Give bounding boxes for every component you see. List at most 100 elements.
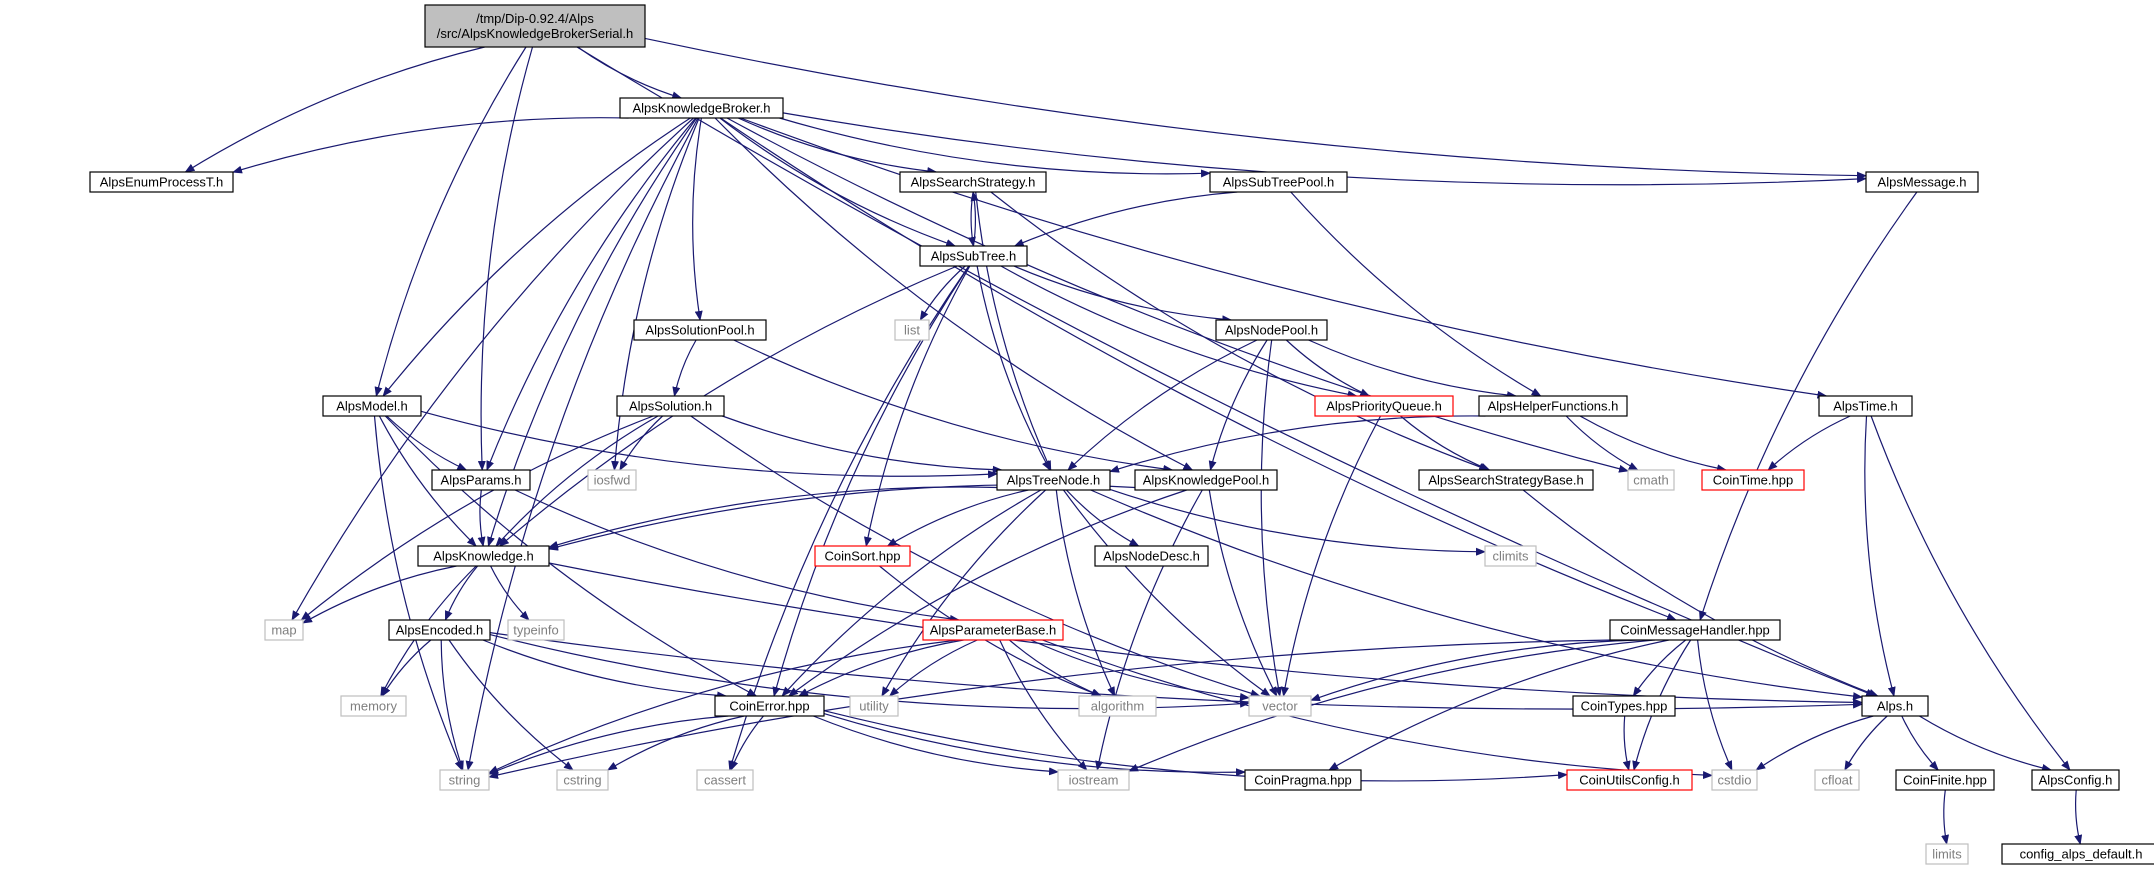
node-utilsconfig[interactable]: CoinUtilsConfig.h <box>1566 769 1693 791</box>
node-box-message <box>1865 171 1979 193</box>
node-cassert[interactable]: cassert <box>696 769 754 791</box>
node-label-utilsconfig: CoinUtilsConfig.h <box>1579 773 1679 788</box>
edge-encoded-to-cstring <box>448 639 574 771</box>
node-solpool[interactable]: AlpsSolutionPool.h <box>633 319 767 341</box>
node-box-alps <box>1861 695 1929 717</box>
edge-params-to-parambase <box>514 489 960 623</box>
node-treenode[interactable]: AlpsTreeNode.h <box>996 469 1111 491</box>
edge-subtree-to-nodepool <box>1013 265 1233 324</box>
node-algorithm[interactable]: algorithm <box>1078 695 1157 717</box>
edge-alps-to-cstdio <box>1755 715 1874 771</box>
edge-kpool-to-vector <box>1208 489 1278 697</box>
node-map[interactable]: map <box>264 619 304 641</box>
node-ssbase[interactable]: AlpsSearchStrategyBase.h <box>1418 469 1594 491</box>
node-label-iostream: iostream <box>1069 773 1119 788</box>
edge-config-to-configdef <box>2074 789 2083 845</box>
node-message[interactable]: AlpsMessage.h <box>1865 171 1979 193</box>
node-solution[interactable]: AlpsSolution.h <box>616 395 725 417</box>
edge-model-to-coinerror <box>384 415 758 697</box>
node-label-cmath: cmath <box>1633 473 1668 488</box>
node-label-finite: CoinFinite.hpp <box>1903 773 1987 788</box>
edge-cmh-to-string <box>488 639 1614 779</box>
node-label-kpool: AlpsKnowledgePool.h <box>1143 473 1269 488</box>
node-knowledge[interactable]: AlpsKnowledge.h <box>417 545 550 567</box>
node-label-treenode: AlpsTreeNode.h <box>1007 473 1100 488</box>
node-box-string <box>439 769 490 791</box>
node-box-kb <box>619 97 784 119</box>
edge-nodepool-to-kpool <box>1208 339 1268 471</box>
node-cfloat[interactable]: cfloat <box>1814 769 1860 791</box>
node-pq[interactable]: AlpsPriorityQueue.h <box>1314 395 1454 417</box>
node-nodedesc[interactable]: AlpsNodeDesc.h <box>1094 545 1209 567</box>
node-pragma[interactable]: CoinPragma.hpp <box>1244 769 1362 791</box>
node-utility[interactable]: utility <box>849 695 899 717</box>
edge-parambase-to-cstdio <box>1042 639 1713 780</box>
node-box-cstring <box>556 769 609 791</box>
node-nodepool[interactable]: AlpsNodePool.h <box>1215 319 1328 341</box>
node-cstring[interactable]: cstring <box>556 769 609 791</box>
node-kb[interactable]: AlpsKnowledgeBroker.h <box>619 97 784 119</box>
node-memory[interactable]: memory <box>340 695 407 717</box>
node-kpool[interactable]: AlpsKnowledgePool.h <box>1134 469 1278 491</box>
edge-subtree-to-coinsort <box>864 265 971 547</box>
node-limits[interactable]: limits <box>1925 843 1969 865</box>
node-model[interactable]: AlpsModel.h <box>322 395 422 417</box>
edge-parambase-to-algorithm <box>1009 639 1103 697</box>
node-root[interactable]: /tmp/Dip-0.92.4/Alps/src/AlpsKnowledgeBr… <box>424 4 646 48</box>
node-label-coinsort: CoinSort.hpp <box>825 549 901 564</box>
node-list[interactable]: list <box>894 319 930 341</box>
node-climits[interactable]: climits <box>1484 545 1537 567</box>
node-cointime[interactable]: CoinTime.hpp <box>1701 469 1805 491</box>
edge-kb-to-stpool <box>779 117 1211 178</box>
node-search[interactable]: AlpsSearchStrategy.h <box>899 171 1047 193</box>
node-encoded[interactable]: AlpsEncoded.h <box>388 619 491 641</box>
node-string[interactable]: string <box>439 769 490 791</box>
node-stpool[interactable]: AlpsSubTreePool.h <box>1209 171 1348 193</box>
node-label-model: AlpsModel.h <box>336 399 408 414</box>
node-coinerror[interactable]: CoinError.hpp <box>714 695 825 717</box>
node-box-memory <box>340 695 407 717</box>
edge-coinerror-to-cassert <box>730 715 764 771</box>
edge-treenode-to-alps <box>1090 489 1863 701</box>
node-cointypes[interactable]: CoinTypes.hpp <box>1572 695 1676 717</box>
edge-kb-to-iosfwd <box>611 117 700 471</box>
node-cmath[interactable]: cmath <box>1627 469 1675 491</box>
node-label-subtree: AlpsSubTree.h <box>931 249 1017 264</box>
node-box-cstdio <box>1711 769 1758 791</box>
edge-subtree-to-knowledge <box>499 265 958 547</box>
edge-message-to-cmh <box>1699 191 1918 621</box>
node-coinsort[interactable]: CoinSort.hpp <box>814 545 911 567</box>
node-box-vector <box>1248 695 1312 717</box>
node-typeinfo[interactable]: typeinfo <box>507 619 565 641</box>
node-box-coinsort <box>814 545 911 567</box>
node-box-nodedesc <box>1094 545 1209 567</box>
edge-encoded-to-memory <box>381 639 432 697</box>
node-vector[interactable]: vector <box>1248 695 1312 717</box>
edge-coinerror-to-string <box>488 715 729 775</box>
node-helper[interactable]: AlpsHelperFunctions.h <box>1478 395 1628 417</box>
edge-helper-to-treenode <box>1109 415 1486 473</box>
node-box-config <box>2031 769 2120 791</box>
node-label-cstdio: cstdio <box>1718 773 1752 788</box>
node-alps[interactable]: Alps.h <box>1861 695 1929 717</box>
node-iostream[interactable]: iostream <box>1057 769 1130 791</box>
node-config[interactable]: AlpsConfig.h <box>2031 769 2120 791</box>
node-finite[interactable]: CoinFinite.hpp <box>1895 769 1995 791</box>
edge-treenode-to-algorithm <box>1055 489 1116 697</box>
node-label-nodepool: AlpsNodePool.h <box>1225 323 1318 338</box>
edge-solpool-to-kpool <box>733 339 1174 473</box>
edge-helper-to-cmath <box>1565 415 1639 471</box>
node-cmh[interactable]: CoinMessageHandler.hpp <box>1609 619 1781 641</box>
node-iosfwd[interactable]: iosfwd <box>587 469 637 491</box>
node-time[interactable]: AlpsTime.h <box>1818 395 1913 417</box>
node-cstdio[interactable]: cstdio <box>1711 769 1758 791</box>
edge-treenode-to-coinsort <box>886 489 1029 547</box>
node-params[interactable]: AlpsParams.h <box>431 469 531 491</box>
node-box-cmh <box>1609 619 1781 641</box>
node-enum[interactable]: AlpsEnumProcessT.h <box>89 171 234 193</box>
node-parambase[interactable]: AlpsParameterBase.h <box>922 619 1064 641</box>
node-label-enum: AlpsEnumProcessT.h <box>100 175 224 190</box>
node-configdef[interactable]: config_alps_default.h <box>2001 843 2154 865</box>
node-subtree[interactable]: AlpsSubTree.h <box>919 245 1028 267</box>
